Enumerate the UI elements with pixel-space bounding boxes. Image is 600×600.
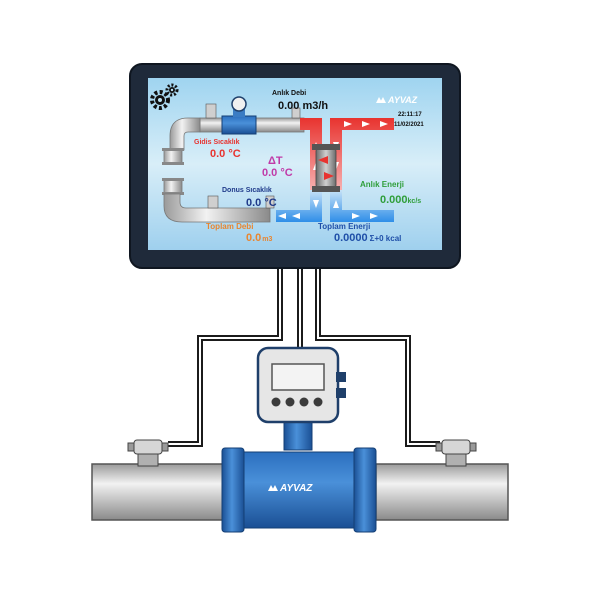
supply-temp-value: 0.0 °C — [210, 148, 241, 160]
clock-date: 11/02/2021 — [394, 122, 424, 128]
cold-flow-channel — [276, 190, 394, 222]
delta-t-label: ΔT — [268, 155, 283, 167]
screen-pipes — [162, 96, 305, 223]
clock-time: 22:11:17 — [398, 112, 422, 118]
delta-t-value: 0.0 °C — [262, 167, 293, 179]
signal-cables — [168, 268, 440, 447]
instant-energy-readout: 0.000kc/s — [380, 195, 421, 206]
total-flow-unit: m3 — [262, 236, 273, 243]
instant-energy-label: Anlık Enerji — [360, 180, 405, 189]
flow-rate-value: 0.00 m3/h — [278, 100, 329, 112]
supply-temperature-sensor-icon — [127, 439, 169, 467]
meter-brand-logo: AYVAZ — [268, 484, 312, 494]
return-temp-value: 0.0 °C — [246, 197, 277, 209]
total-flow-readout: 0.0m3 — [246, 233, 272, 244]
total-energy-label: Toplam Enerji — [318, 222, 371, 231]
heat-exchanger-icon — [312, 144, 340, 192]
total-flow-label: Toplam Debi — [206, 222, 254, 231]
supply-temp-label: Gidis Sıcaklık — [194, 139, 240, 146]
return-temp-label: Donus Sıcaklık — [222, 187, 272, 194]
total-flow-value: 0.0 — [246, 232, 262, 244]
gear-icon[interactable] — [150, 83, 179, 110]
brand-mark-icon — [268, 485, 278, 491]
total-energy-unit: Σ+0 kcal — [369, 234, 402, 243]
instant-energy-unit: kc/s — [407, 198, 422, 205]
screen-brand-logo: AYVAZ — [376, 96, 417, 106]
return-temperature-sensor-icon — [435, 439, 477, 467]
brand-mark-icon — [376, 97, 386, 103]
flow-rate-label: Anlık Debi — [272, 90, 307, 97]
instant-energy-value: 0.000 — [380, 194, 408, 206]
total-energy-value: 0.0000 — [334, 232, 368, 244]
flow-meter-icon — [221, 346, 377, 533]
